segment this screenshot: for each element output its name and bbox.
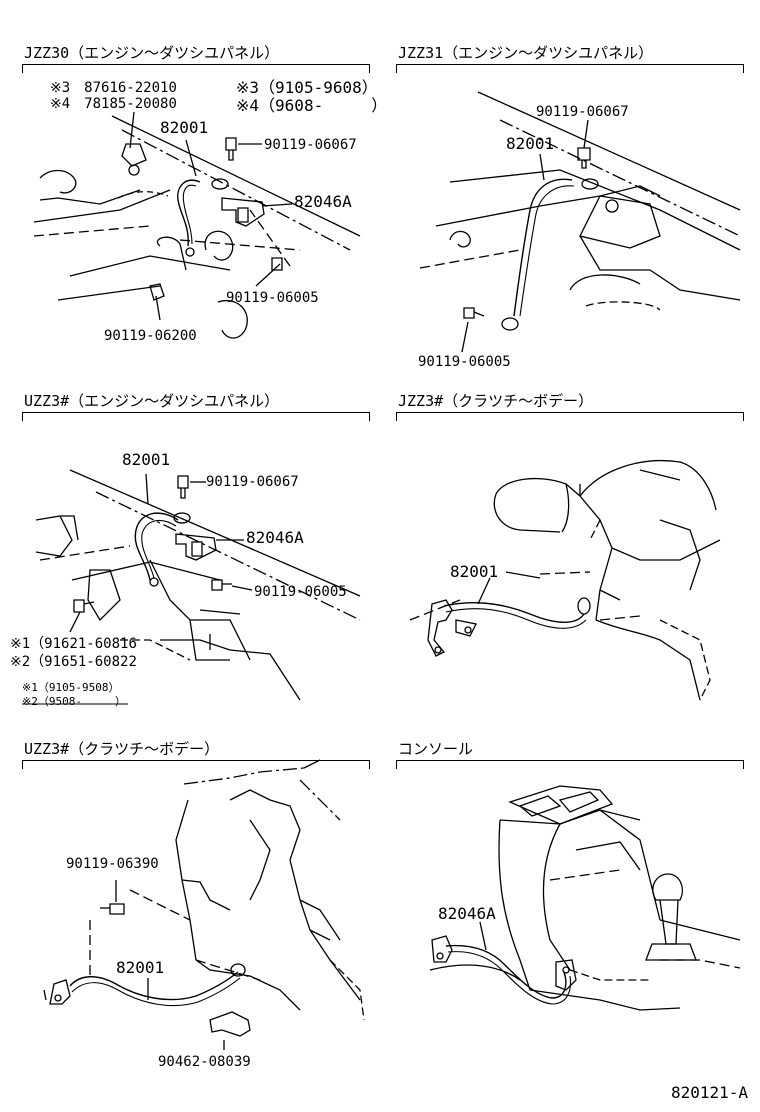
part-90119-06005: 90119-06005 <box>418 354 511 370</box>
part-82001: 82001 <box>116 958 165 977</box>
note4-part-number: ※4 78185-20080 <box>50 96 177 112</box>
part-90119-06067: 90119-06067 <box>206 474 299 490</box>
panel-title: JZZ31（エンジン～ダツシユパネル） <box>398 44 654 62</box>
part-82046a: 82046A <box>438 904 496 923</box>
note3-part-number: ※3 87616-22010 <box>50 80 177 96</box>
part-90119-06005: 90119-06005 <box>226 290 319 306</box>
part-82046a: 82046A <box>246 528 304 547</box>
part-90119-06067: 90119-06067 <box>264 137 357 153</box>
note2-part-number: ※2（91651-60822 <box>10 654 137 670</box>
panel-title: JZZ30（エンジン～ダツシユパネル） <box>24 44 280 62</box>
title-bracket <box>396 64 744 73</box>
note1-part-number: ※1（91621-60816 <box>10 636 137 652</box>
title-bracket <box>22 64 370 73</box>
part-82001: 82001 <box>506 134 555 153</box>
part-90119-06005: 90119-06005 <box>254 584 347 600</box>
note2-date-range: ※2（9508- ） <box>22 695 126 708</box>
part-82001: 82001 <box>160 118 209 137</box>
diagram-reference-number: 820121-A <box>670 1083 748 1102</box>
part-90119-06390: 90119-06390 <box>66 856 159 872</box>
part-90119-06067: 90119-06067 <box>536 104 629 120</box>
title-bracket <box>396 412 744 421</box>
title-bracket <box>22 760 370 769</box>
note3-date-range: ※3（9105-9608） <box>236 78 378 97</box>
panel-title: UZZ3#（エンジン～ダツシユパネル） <box>24 392 280 410</box>
part-90462-08039: 90462-08039 <box>158 1054 251 1070</box>
title-bracket <box>22 412 370 421</box>
panel-title: UZZ3#（クラツチ～ボデー） <box>24 740 220 758</box>
note1-date-range: ※1（9105-9508） <box>22 681 120 694</box>
panel-title: コンソール <box>398 740 474 758</box>
part-90119-06200: 90119-06200 <box>104 328 197 344</box>
title-bracket <box>396 760 744 769</box>
panel-title: JZZ3#（クラツチ～ボデー） <box>398 392 594 410</box>
part-82001: 82001 <box>122 450 171 469</box>
note4-date-range: ※4（9608- ） <box>236 96 388 115</box>
part-82001: 82001 <box>450 562 499 581</box>
part-82046a: 82046A <box>294 192 352 211</box>
